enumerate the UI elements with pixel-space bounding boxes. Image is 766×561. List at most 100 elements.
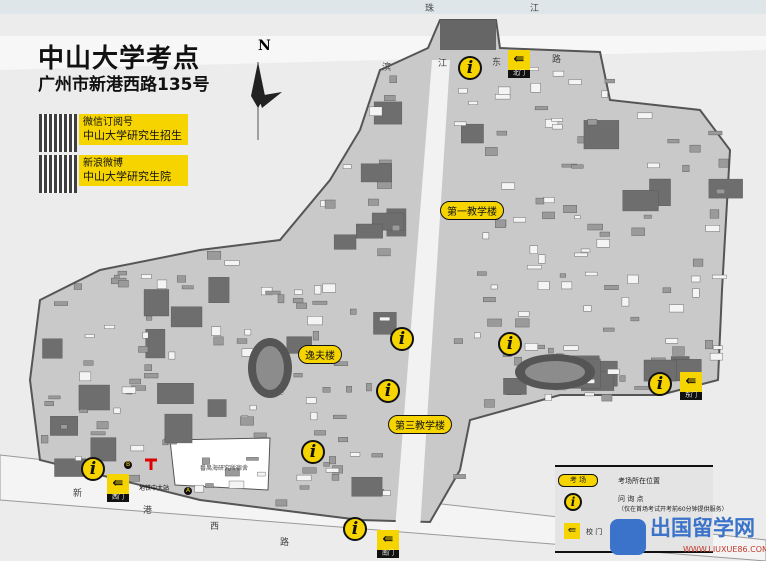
building-block (118, 280, 129, 288)
building-yifu[interactable]: 逸夫楼 (298, 345, 342, 364)
building-block (346, 385, 352, 393)
building-block (619, 375, 626, 382)
info-point-icon[interactable]: i (390, 327, 414, 351)
building-block (584, 392, 595, 397)
building-block (487, 318, 502, 327)
info-point-icon[interactable]: i (81, 457, 105, 481)
building-block (377, 248, 391, 257)
wechat-box: 微信订阅号中山大学研究生招生 (79, 114, 188, 145)
building-block (296, 474, 312, 481)
building-block (574, 215, 581, 220)
building-block (485, 147, 498, 156)
building-block (604, 285, 619, 290)
building-block (548, 347, 554, 354)
info-point-icon[interactable]: i (376, 379, 400, 403)
building-block (461, 123, 484, 144)
river-label: 江 (530, 4, 540, 14)
building-block (682, 164, 690, 172)
building-block (708, 130, 723, 136)
info-point-icon[interactable]: i (301, 440, 325, 464)
building-block (78, 384, 110, 411)
building-block (604, 78, 615, 84)
watermark-name: 出国留学网 (650, 516, 755, 540)
qr-name: 中山大学研究生招生 (83, 129, 182, 142)
building-block (526, 265, 542, 270)
building-block (207, 399, 227, 417)
info-point-icon[interactable]: i (343, 517, 367, 541)
road-label: 东 (492, 58, 502, 68)
building-block (574, 252, 588, 257)
legend-gate-text: 校 门 (586, 528, 603, 536)
building-block (224, 468, 240, 477)
road-label: 港 (143, 506, 153, 516)
gate-label: 北门 (508, 70, 530, 78)
north-road (0, 36, 766, 70)
building-block (552, 124, 563, 130)
building-block (176, 275, 186, 283)
building-block (538, 254, 546, 264)
building-block (141, 274, 152, 279)
building-block (468, 100, 478, 105)
residence-area (169, 437, 271, 491)
building-block (607, 368, 620, 375)
building-block (305, 397, 317, 404)
building-block (145, 328, 166, 359)
building-block (718, 158, 729, 168)
building-block (627, 274, 639, 284)
building-block (75, 456, 82, 461)
gate-south[interactable]: ⇚南门 (377, 530, 399, 558)
building-block (194, 484, 204, 493)
info-point-icon[interactable]: i (648, 372, 672, 396)
building-block (392, 224, 400, 231)
building-block (382, 490, 391, 496)
compass-north-label: N (258, 38, 271, 54)
metro-exit-a: A (184, 487, 192, 495)
qr-label: 微信订阅号 (83, 117, 133, 128)
weibo-qr-icon[interactable] (39, 155, 77, 193)
info-point-icon[interactable]: i (458, 56, 482, 80)
building-block (249, 405, 257, 411)
building-block (373, 312, 397, 335)
building-third-teaching[interactable]: 第三教学楼 (388, 415, 452, 434)
building-block (360, 163, 392, 183)
building-block (138, 346, 149, 353)
building-block (580, 248, 591, 253)
building-block (379, 159, 392, 164)
building-block (599, 231, 610, 237)
building-block (689, 144, 701, 153)
building-block (672, 346, 685, 356)
gate-east[interactable]: ⇚东门 (680, 372, 702, 400)
building-block (496, 130, 508, 136)
building-block (83, 360, 94, 366)
wechat-qr-icon[interactable] (39, 114, 77, 152)
building-first-teaching[interactable]: 第一教学楼 (440, 201, 504, 220)
legend-info-text: 问 询 点 (618, 495, 644, 503)
building-block (314, 430, 326, 436)
building-block (630, 316, 640, 322)
building-block (331, 474, 340, 481)
building-block (458, 88, 468, 94)
building-block (73, 283, 82, 290)
building-block (296, 302, 307, 309)
building-block (104, 325, 115, 329)
building-block (130, 445, 145, 452)
north-plaza (440, 20, 496, 50)
building-block (453, 474, 466, 479)
building-block (692, 258, 704, 267)
building-block (236, 338, 248, 344)
building-block (513, 217, 526, 223)
building-block (669, 304, 684, 313)
building-block (712, 345, 723, 350)
gate-north[interactable]: ⇚北门 (508, 50, 530, 78)
central-avenue (395, 60, 450, 530)
building-block (384, 95, 396, 102)
building-block (324, 199, 336, 209)
building-block (323, 462, 330, 467)
gate-west[interactable]: ⇚西门 (107, 474, 129, 502)
building-block (168, 351, 176, 360)
building-block (121, 386, 136, 394)
building-block (529, 245, 538, 254)
info-point-icon[interactable]: i (498, 332, 522, 356)
building-block (117, 270, 127, 276)
building-block (708, 178, 743, 199)
